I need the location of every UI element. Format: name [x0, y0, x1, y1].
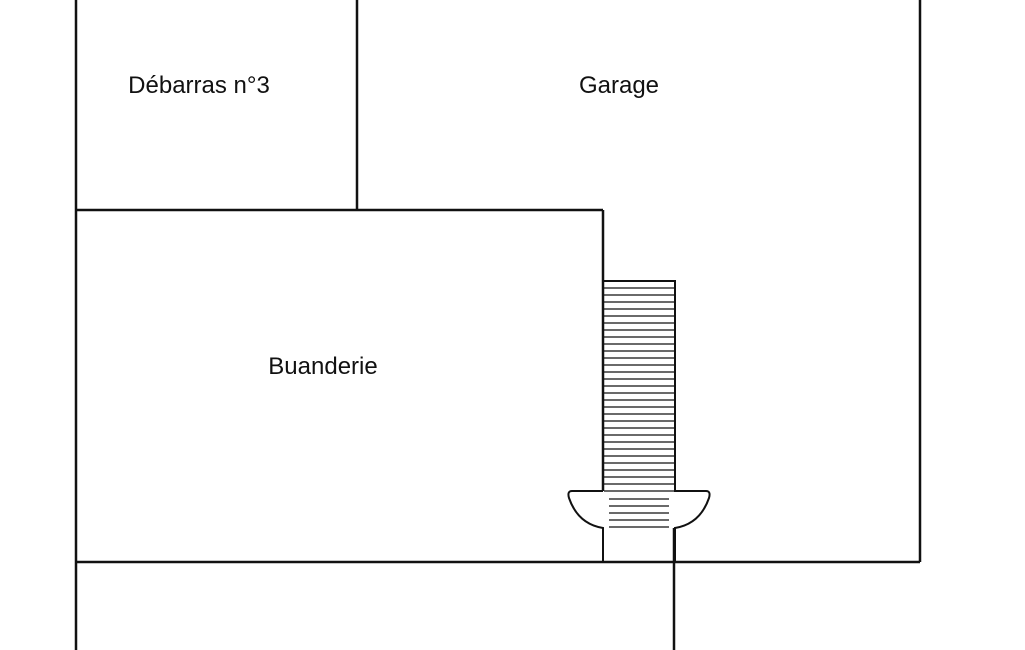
stair-treads — [604, 287, 674, 528]
room-label-debarras: Débarras n°3 — [128, 72, 270, 99]
room-label-buanderie: Buanderie — [268, 353, 378, 380]
staircase — [567, 280, 711, 562]
room-label-garage: Garage — [578, 72, 660, 99]
stair-outline — [567, 280, 711, 562]
